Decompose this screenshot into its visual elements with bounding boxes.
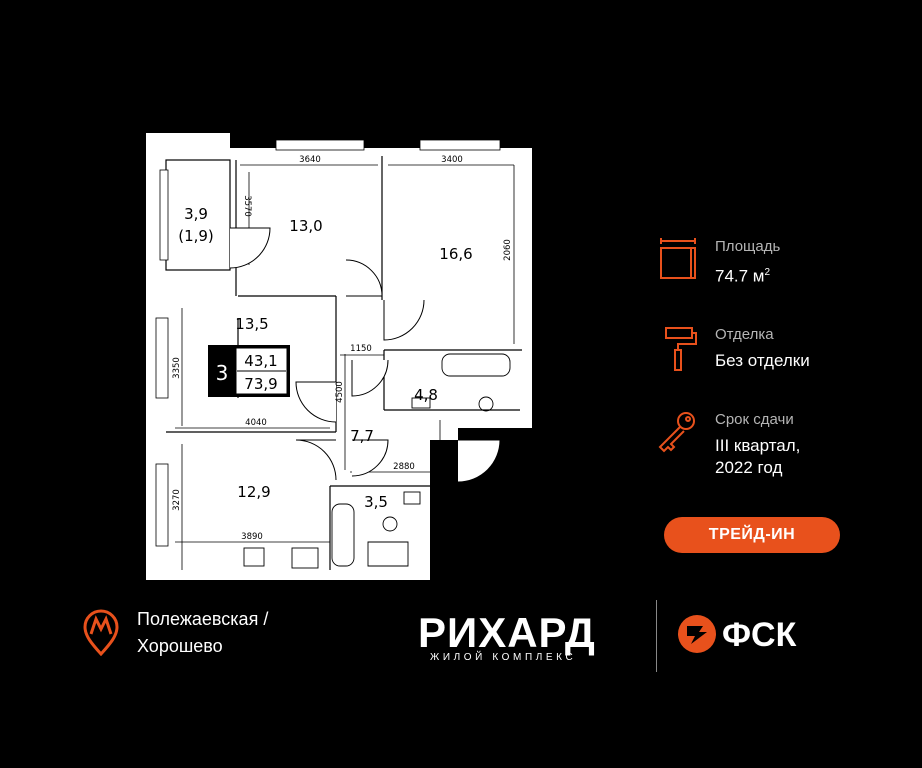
door-kitchen: [295, 439, 337, 481]
dim-label: 3570: [242, 195, 252, 217]
delivery-label: Срок сдачи: [715, 411, 794, 428]
window-bedroom-2: [419, 139, 501, 151]
door-living: [295, 381, 337, 423]
brand-logo: РИХАРД: [418, 609, 596, 656]
area-icon: [660, 238, 696, 279]
room-balcony-line-1: 3,9: [184, 205, 208, 223]
room-balcony-line-2: (1,9): [178, 227, 214, 245]
finish-label: Отделка: [715, 326, 774, 343]
dim-label: 2060: [503, 239, 513, 261]
door-bedroom-1: [229, 227, 271, 269]
developer-name: ФСК: [722, 616, 797, 654]
apartment-badge: 3 43,1 73,9: [208, 345, 290, 397]
room-bathroom-1-area: 4,8: [414, 386, 438, 404]
room-kitchen-area: 12,9: [237, 483, 270, 501]
info-area: Площадь 74.7 м2: [658, 238, 898, 308]
kitchen-sink: [243, 547, 265, 567]
dim-label: 3350: [172, 357, 182, 379]
room-living-area: 13,5: [235, 315, 268, 333]
badge-rooms: 3: [216, 361, 229, 385]
badge-total-area: 73,9: [244, 375, 277, 393]
fsk-logo-icon: [678, 615, 716, 653]
dim-label: 3400: [441, 155, 463, 165]
dim-label: 3890: [241, 532, 263, 542]
dim-label: 4500: [335, 381, 345, 403]
dim-label: 1470: [430, 445, 440, 467]
door-entrance: [457, 439, 501, 483]
window-balcony: [159, 169, 169, 261]
toilet-1: [478, 396, 494, 412]
dim-label: 3270: [172, 489, 182, 511]
doors: [229, 227, 501, 483]
key-icon: [658, 412, 695, 453]
paint-roller-icon: [665, 327, 697, 371]
stove: [291, 547, 319, 569]
room-hall-area: 7,7: [350, 427, 374, 445]
logo-divider: [656, 600, 657, 672]
room-bedroom-2-area: 16,6: [439, 245, 472, 263]
metro-station: Полежаевская / Хорошево: [137, 609, 269, 656]
fixtures: [243, 353, 511, 569]
door-bath-2: [351, 439, 389, 477]
sink-2: [403, 491, 421, 505]
door-corridor: [345, 259, 383, 297]
toilet-2: [382, 516, 398, 532]
area-value: 74.7 м2: [715, 266, 771, 286]
bathtub-1: [441, 353, 511, 377]
info-finish: Отделка Без отделки: [658, 326, 898, 396]
washer: [367, 541, 409, 567]
window-living: [155, 317, 169, 399]
dim-label: 2880: [393, 462, 415, 472]
room-bedroom-1-area: 13,0: [289, 217, 322, 235]
apartment-outline: [146, 133, 532, 580]
window-bedroom-1: [275, 139, 365, 151]
window-kitchen: [155, 463, 169, 547]
info-delivery: Срок сдачи III квартал, 2022 год: [658, 411, 898, 491]
door-bath-1: [351, 359, 389, 397]
brand-subtitle: ЖИЛОЙ КОМПЛЕКС: [430, 652, 577, 663]
metro-icon: [83, 609, 119, 656]
badge-living-area: 43,1: [244, 352, 277, 370]
dim-label: 4040: [245, 418, 267, 428]
bathtub-2: [331, 503, 355, 567]
delivery-value: III квартал, 2022 год: [715, 436, 801, 477]
finish-value: Без отделки: [715, 351, 810, 370]
trade-in-button[interactable]: ТРЕЙД-ИН: [664, 517, 840, 553]
sink-1: [411, 397, 431, 409]
dim-label: 1150: [350, 344, 372, 354]
windows: [155, 139, 501, 547]
area-label: Площадь: [715, 238, 781, 255]
dim-label: 3640: [299, 155, 321, 165]
door-bedroom-2: [383, 299, 425, 341]
room-bathroom-2-area: 3,5: [364, 493, 388, 511]
